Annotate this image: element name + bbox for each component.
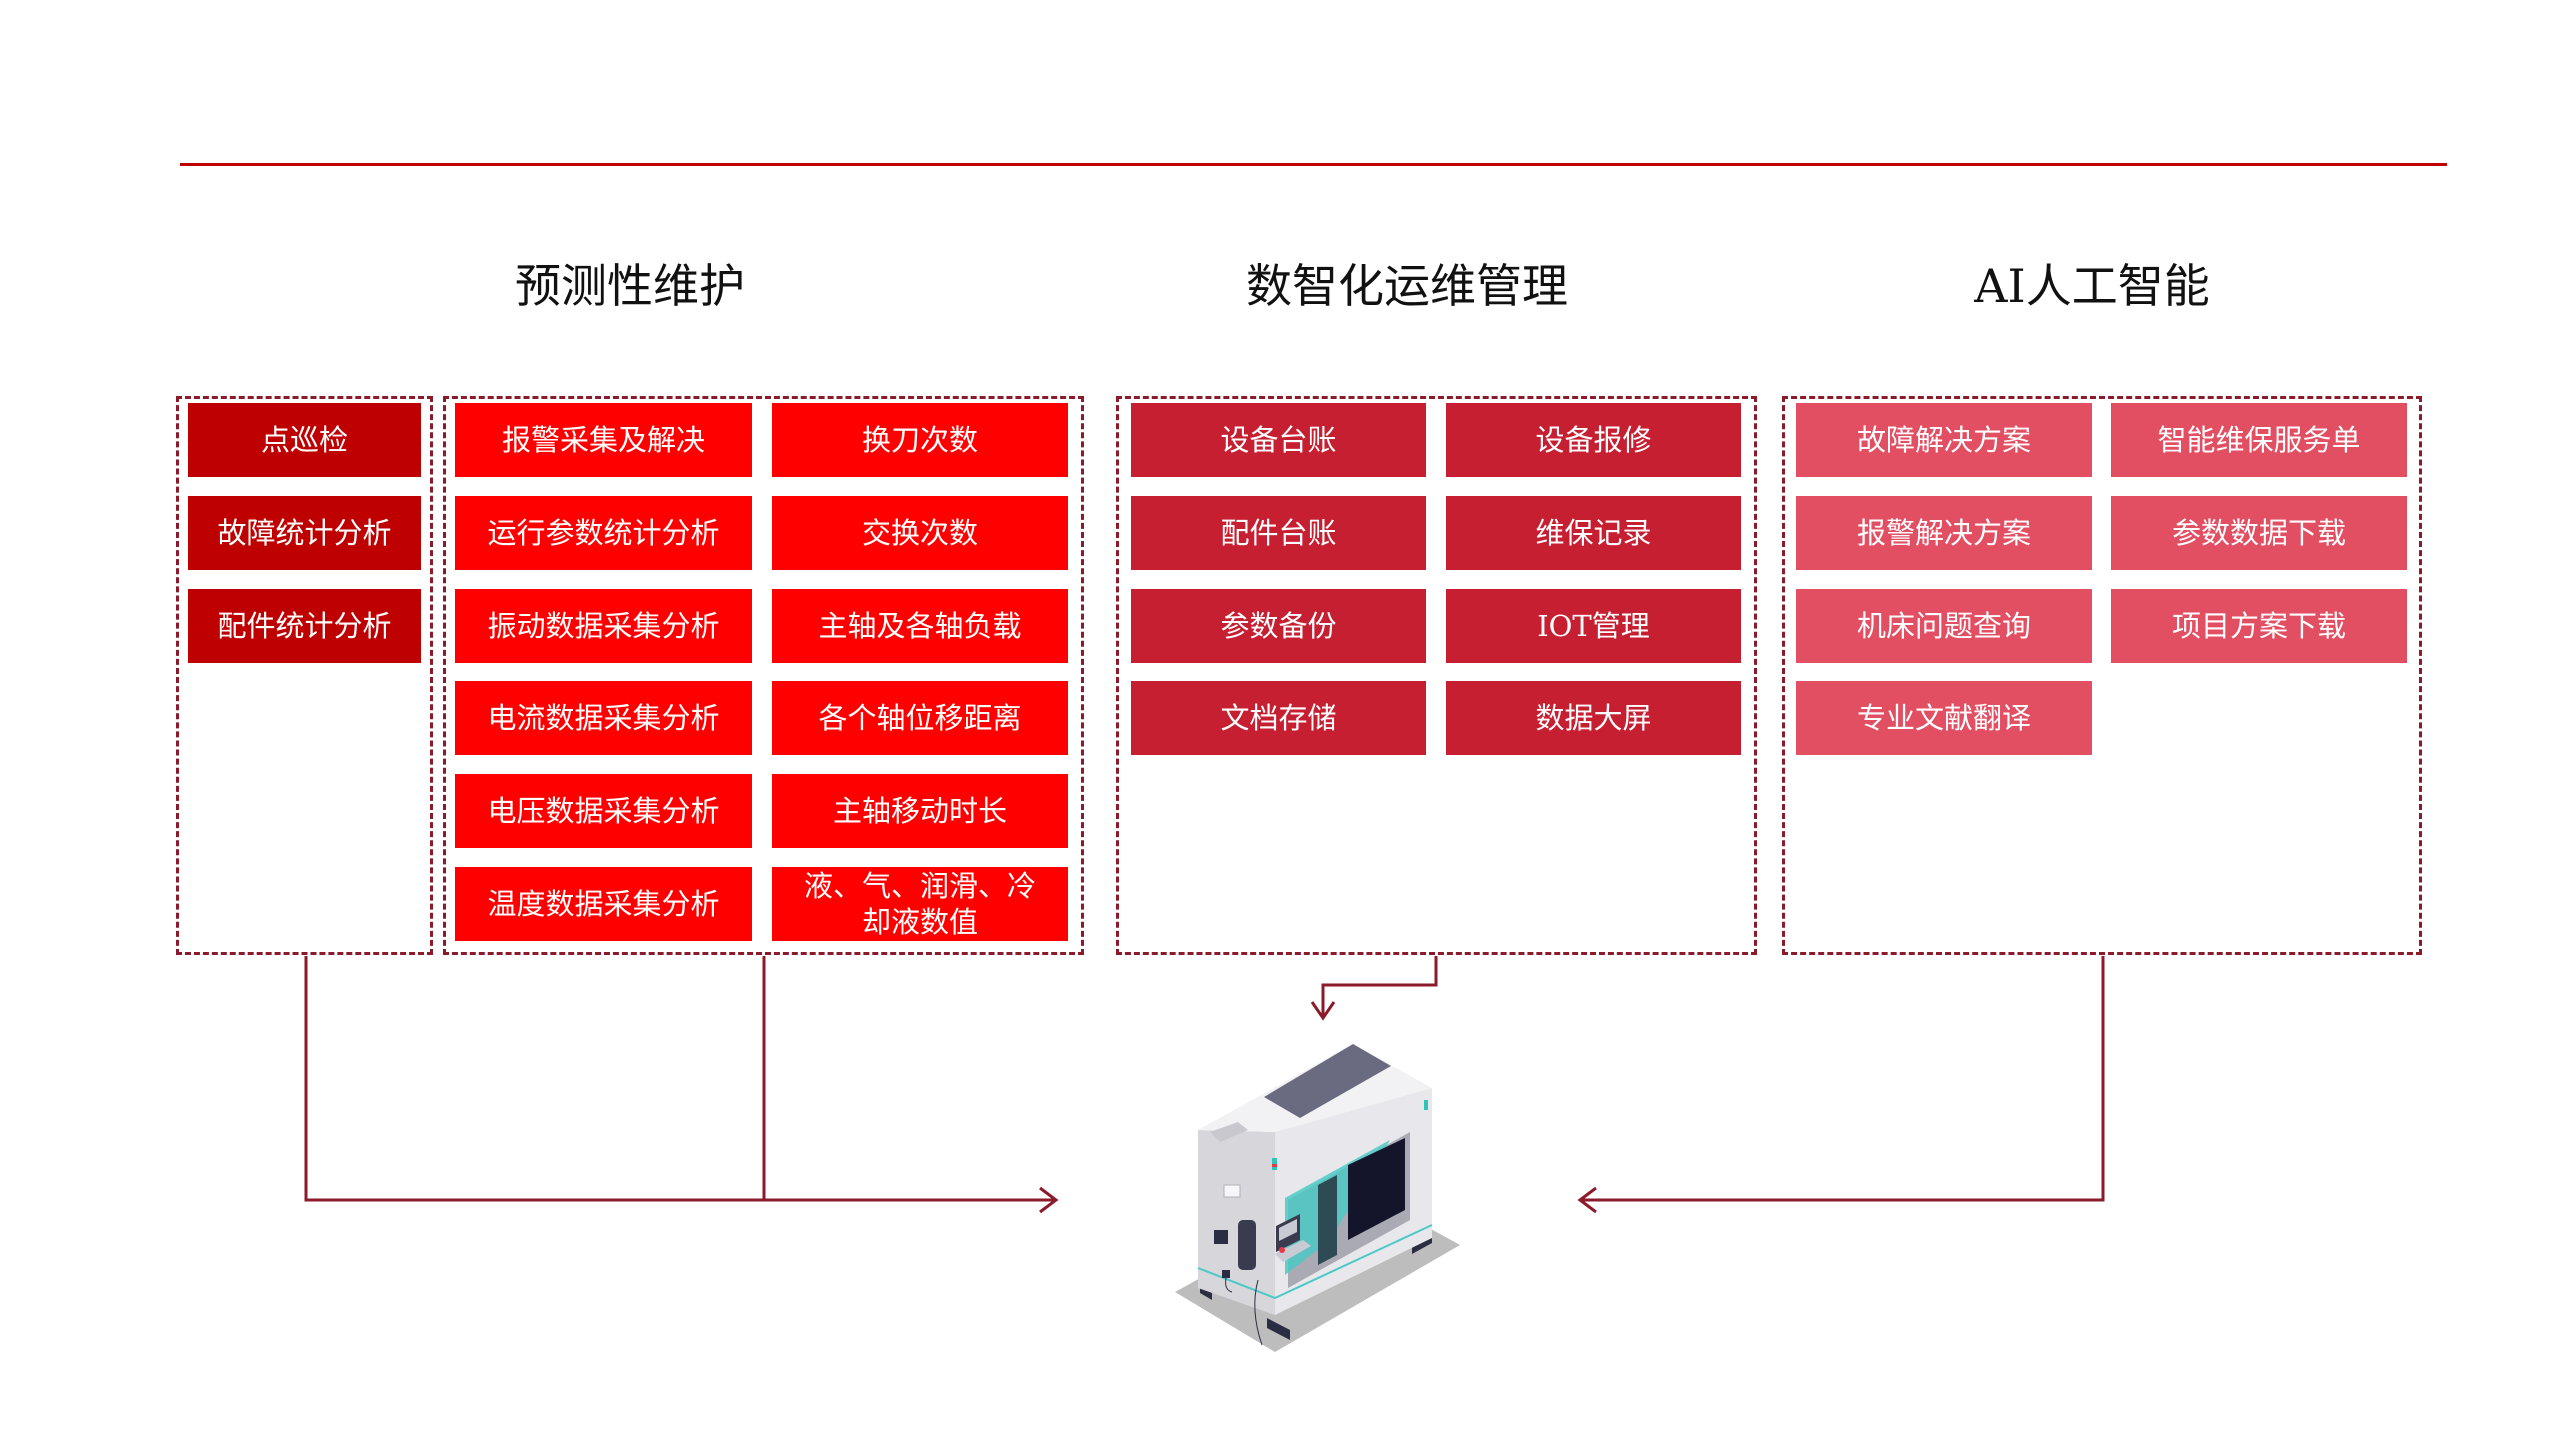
heading-predictive-maintenance: 预测性维护: [515, 259, 745, 313]
item-spindle-move-time[interactable]: 主轴移动时长: [772, 774, 1068, 848]
item-voltage-data[interactable]: 电压数据采集分析: [455, 774, 752, 848]
item-equipment-ledger[interactable]: 设备台账: [1131, 403, 1426, 477]
item-equipment-repair[interactable]: 设备报修: [1446, 403, 1741, 477]
item-alarm-solutions[interactable]: 报警解决方案: [1796, 496, 2092, 570]
arrow-right-icon: [1039, 1186, 1059, 1214]
group-digital-operations: [1116, 396, 1757, 955]
item-parameter-backup[interactable]: 参数备份: [1131, 589, 1426, 663]
item-spot-inspection[interactable]: 点巡检: [188, 403, 421, 477]
item-exchange-count[interactable]: 交换次数: [772, 496, 1068, 570]
group-inspection: [176, 396, 433, 955]
item-maintenance-records[interactable]: 维保记录: [1446, 496, 1741, 570]
item-iot-management[interactable]: IOT管理: [1446, 589, 1741, 663]
item-fault-solutions[interactable]: 故障解决方案: [1796, 403, 2092, 477]
item-parts-statistics[interactable]: 配件统计分析: [188, 589, 421, 663]
item-fluid-values[interactable]: 液、气、润滑、冷却液数值: [772, 867, 1068, 941]
heading-ai: AI人工智能: [1974, 259, 2210, 313]
item-parameter-download[interactable]: 参数数据下载: [2111, 496, 2407, 570]
item-data-dashboard[interactable]: 数据大屏: [1446, 681, 1741, 755]
item-spindle-axis-load[interactable]: 主轴及各轴负载: [772, 589, 1068, 663]
heading-digital-operations: 数智化运维管理: [1246, 259, 1568, 313]
item-literature-translation[interactable]: 专业文献翻译: [1796, 681, 2092, 755]
item-vibration-data[interactable]: 振动数据采集分析: [455, 589, 752, 663]
item-fault-statistics[interactable]: 故障统计分析: [188, 496, 421, 570]
connector-right: [1580, 956, 2105, 1202]
item-document-storage[interactable]: 文档存储: [1131, 681, 1426, 755]
item-alarm-collection[interactable]: 报警采集及解决: [455, 403, 752, 477]
item-project-plan-download[interactable]: 项目方案下载: [2111, 589, 2407, 663]
item-runtime-params[interactable]: 运行参数统计分析: [455, 496, 752, 570]
item-tool-change-count[interactable]: 换刀次数: [772, 403, 1068, 477]
group-ai: [1782, 396, 2422, 955]
item-axis-displacement[interactable]: 各个轴位移距离: [772, 681, 1068, 755]
arrow-left-icon: [1577, 1186, 1597, 1214]
item-machine-issue-query[interactable]: 机床问题查询: [1796, 589, 2092, 663]
item-temperature-data[interactable]: 温度数据采集分析: [455, 867, 752, 941]
connector-middle: [1321, 956, 1438, 1016]
item-parts-ledger[interactable]: 配件台账: [1131, 496, 1426, 570]
header-divider-line: [180, 163, 2447, 166]
group-predictive-data: [443, 396, 1084, 955]
arrow-down-icon: [1310, 1001, 1336, 1021]
connector-left: [304, 956, 1054, 1202]
item-smart-service-order[interactable]: 智能维保服务单: [2111, 403, 2407, 477]
cnc-machine-icon: [1175, 1044, 1460, 1352]
item-current-data[interactable]: 电流数据采集分析: [455, 681, 752, 755]
